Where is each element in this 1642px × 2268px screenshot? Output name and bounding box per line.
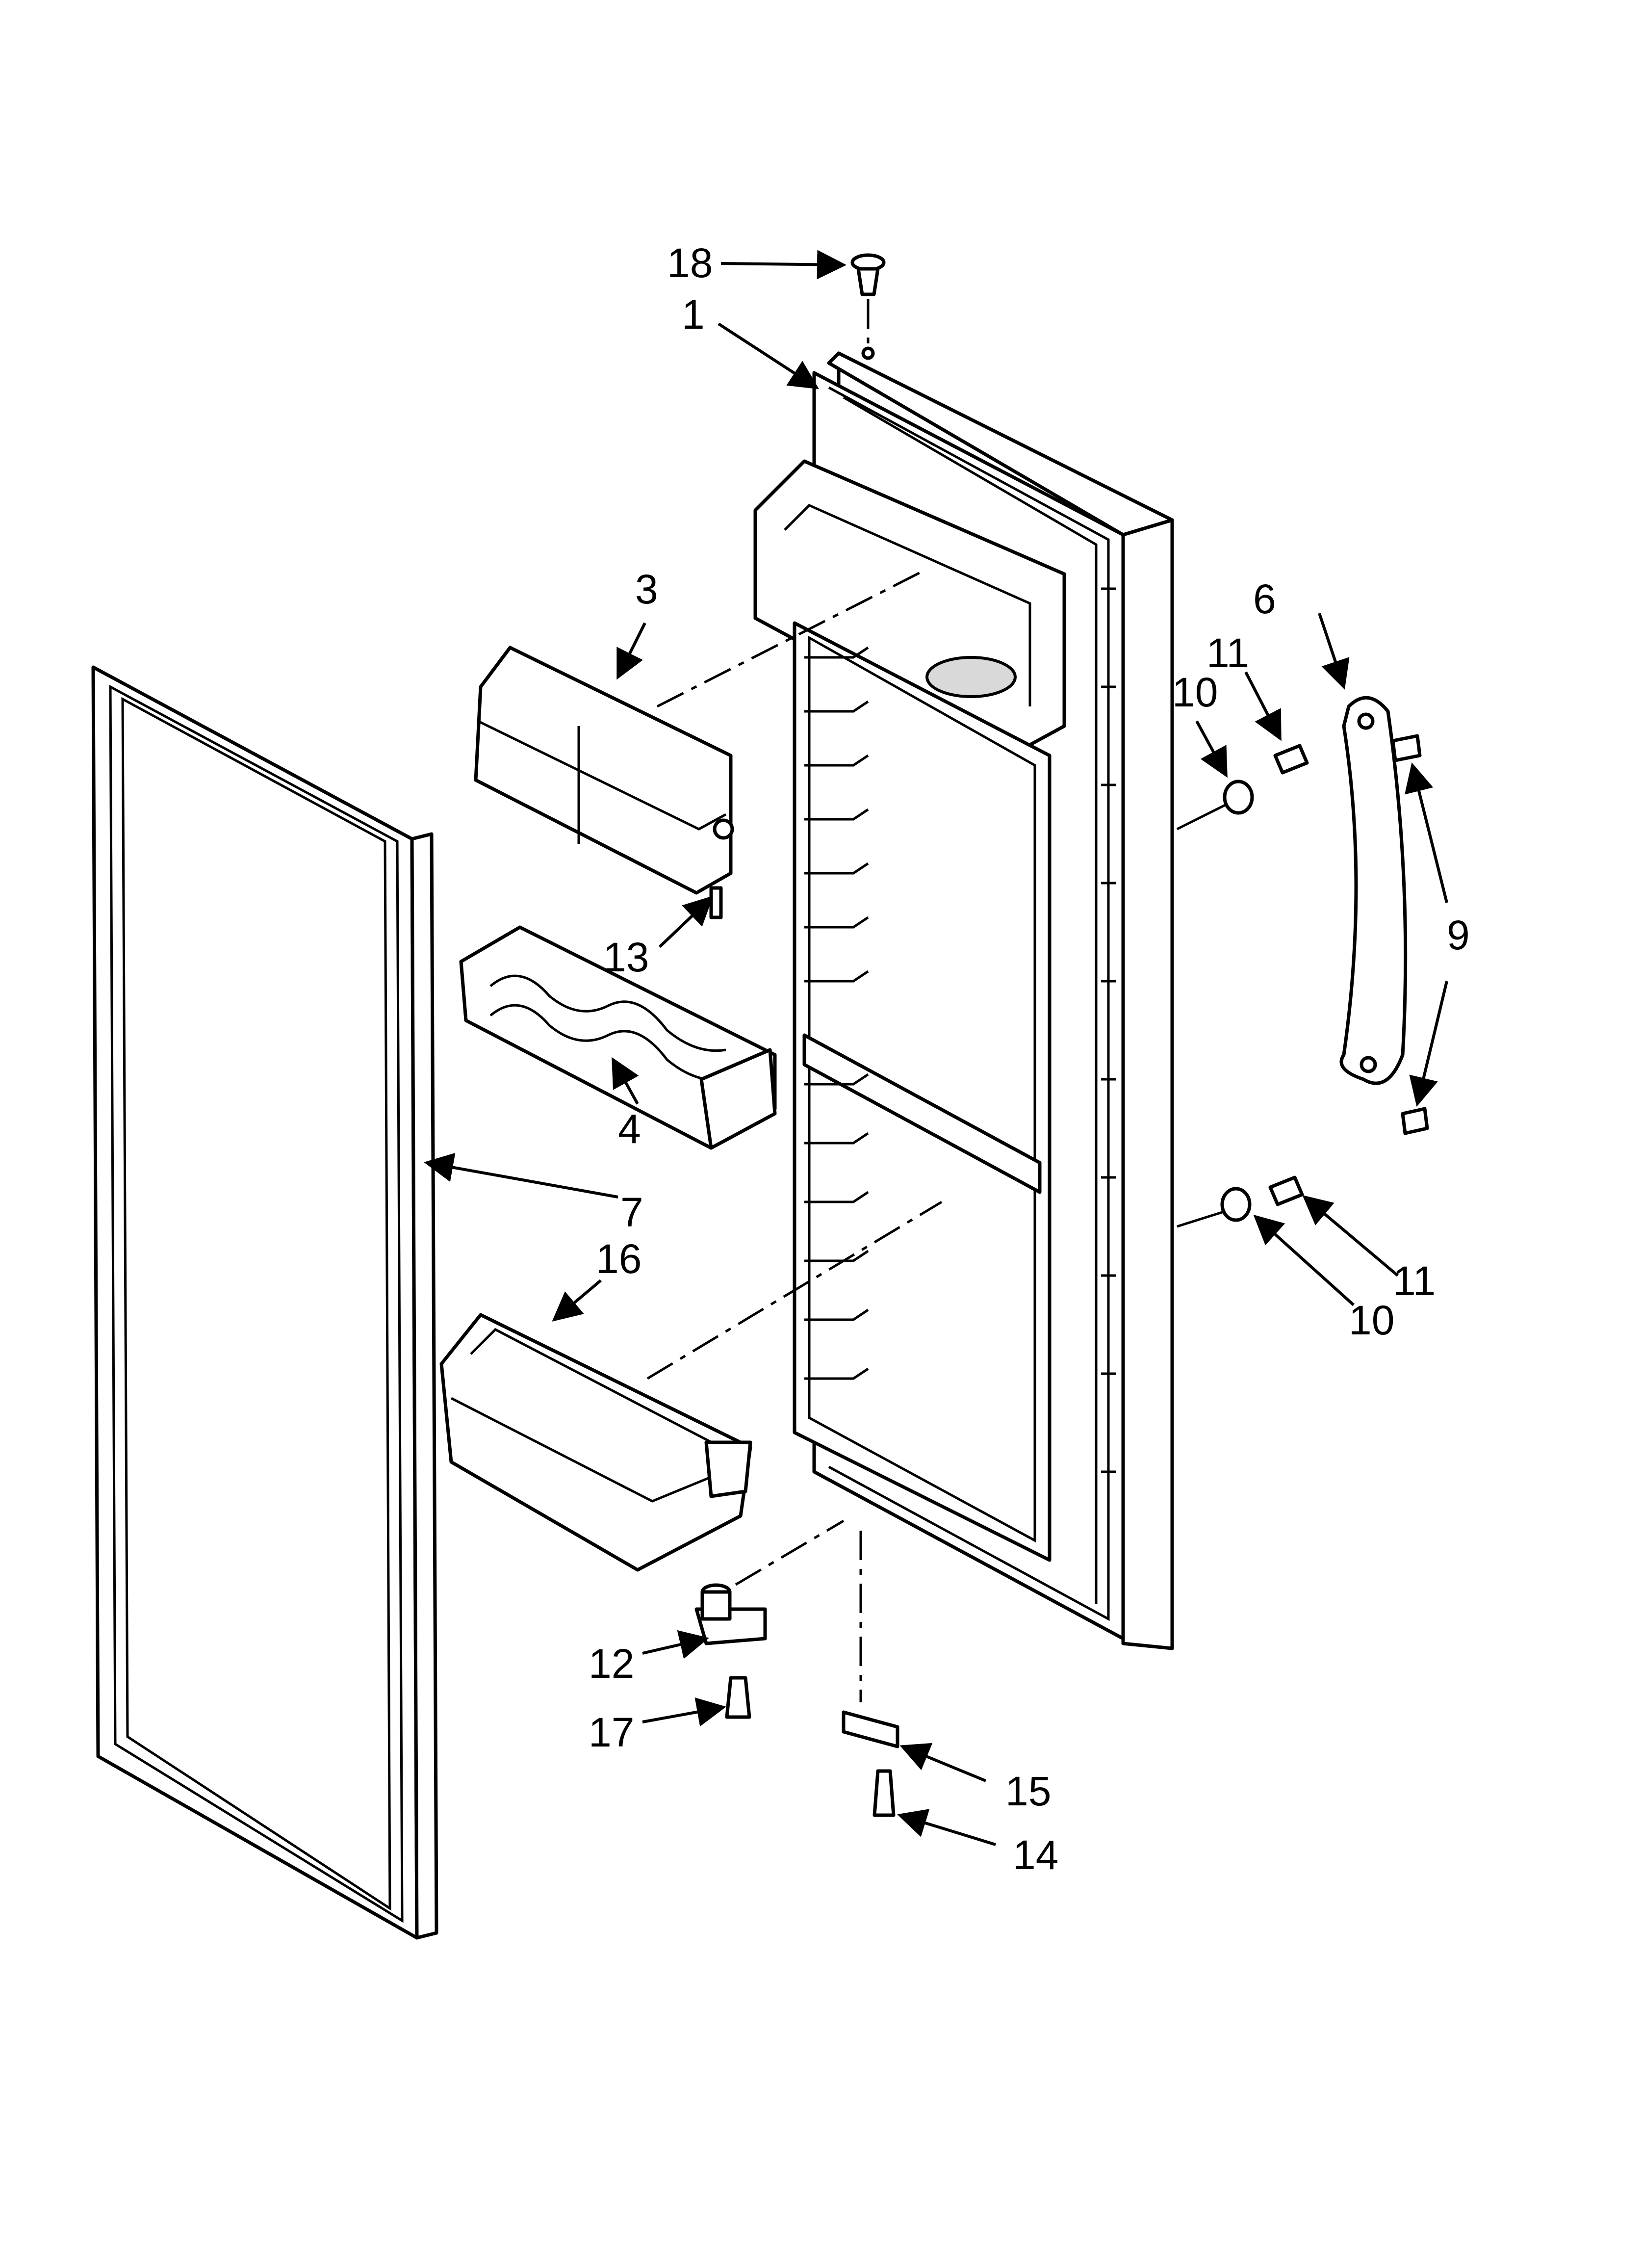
- bracket-screw: [872, 1769, 896, 1817]
- hinge-bracket: [842, 1531, 899, 1748]
- callout-9: 9: [1447, 912, 1470, 958]
- callout-16: 16: [596, 1236, 641, 1282]
- door-liner: [753, 346, 1174, 1650]
- callout-15: 15: [1005, 1768, 1051, 1814]
- handle-plugs: [1391, 734, 1429, 1135]
- handle-screws: [1268, 744, 1309, 1206]
- callout-10-lower: 10: [1349, 1297, 1394, 1343]
- callout-10-upper: 10: [1172, 669, 1218, 715]
- callout-1: 1: [682, 291, 705, 338]
- callout-13: 13: [603, 934, 649, 980]
- hinge-pin: [694, 1519, 845, 1645]
- callout-12: 12: [589, 1641, 634, 1687]
- door-top-plug: [850, 253, 886, 348]
- callout-11-lower: 11: [1393, 1258, 1436, 1304]
- callout-17: 17: [589, 1709, 634, 1755]
- handle: [1339, 696, 1408, 1085]
- callout-18: 18: [667, 240, 713, 286]
- egg-tray: [459, 925, 777, 1150]
- door-bin: [439, 1200, 943, 1572]
- callout-3: 3: [635, 566, 658, 612]
- door-gasket: [91, 665, 438, 1940]
- callout-labels: 18 1 3 6 11 10 9 13 4 7 16 11 10 12 17 1…: [589, 240, 1470, 1878]
- handle-spacers: [1176, 780, 1254, 1228]
- callout-11-upper: 11: [1206, 630, 1249, 676]
- callout-14: 14: [1013, 1832, 1058, 1878]
- callout-6: 6: [1253, 576, 1276, 622]
- leader-lines: [424, 250, 1448, 1846]
- callout-4: 4: [618, 1106, 641, 1152]
- hinge-screw: [725, 1676, 751, 1719]
- callout-7: 7: [620, 1189, 643, 1235]
